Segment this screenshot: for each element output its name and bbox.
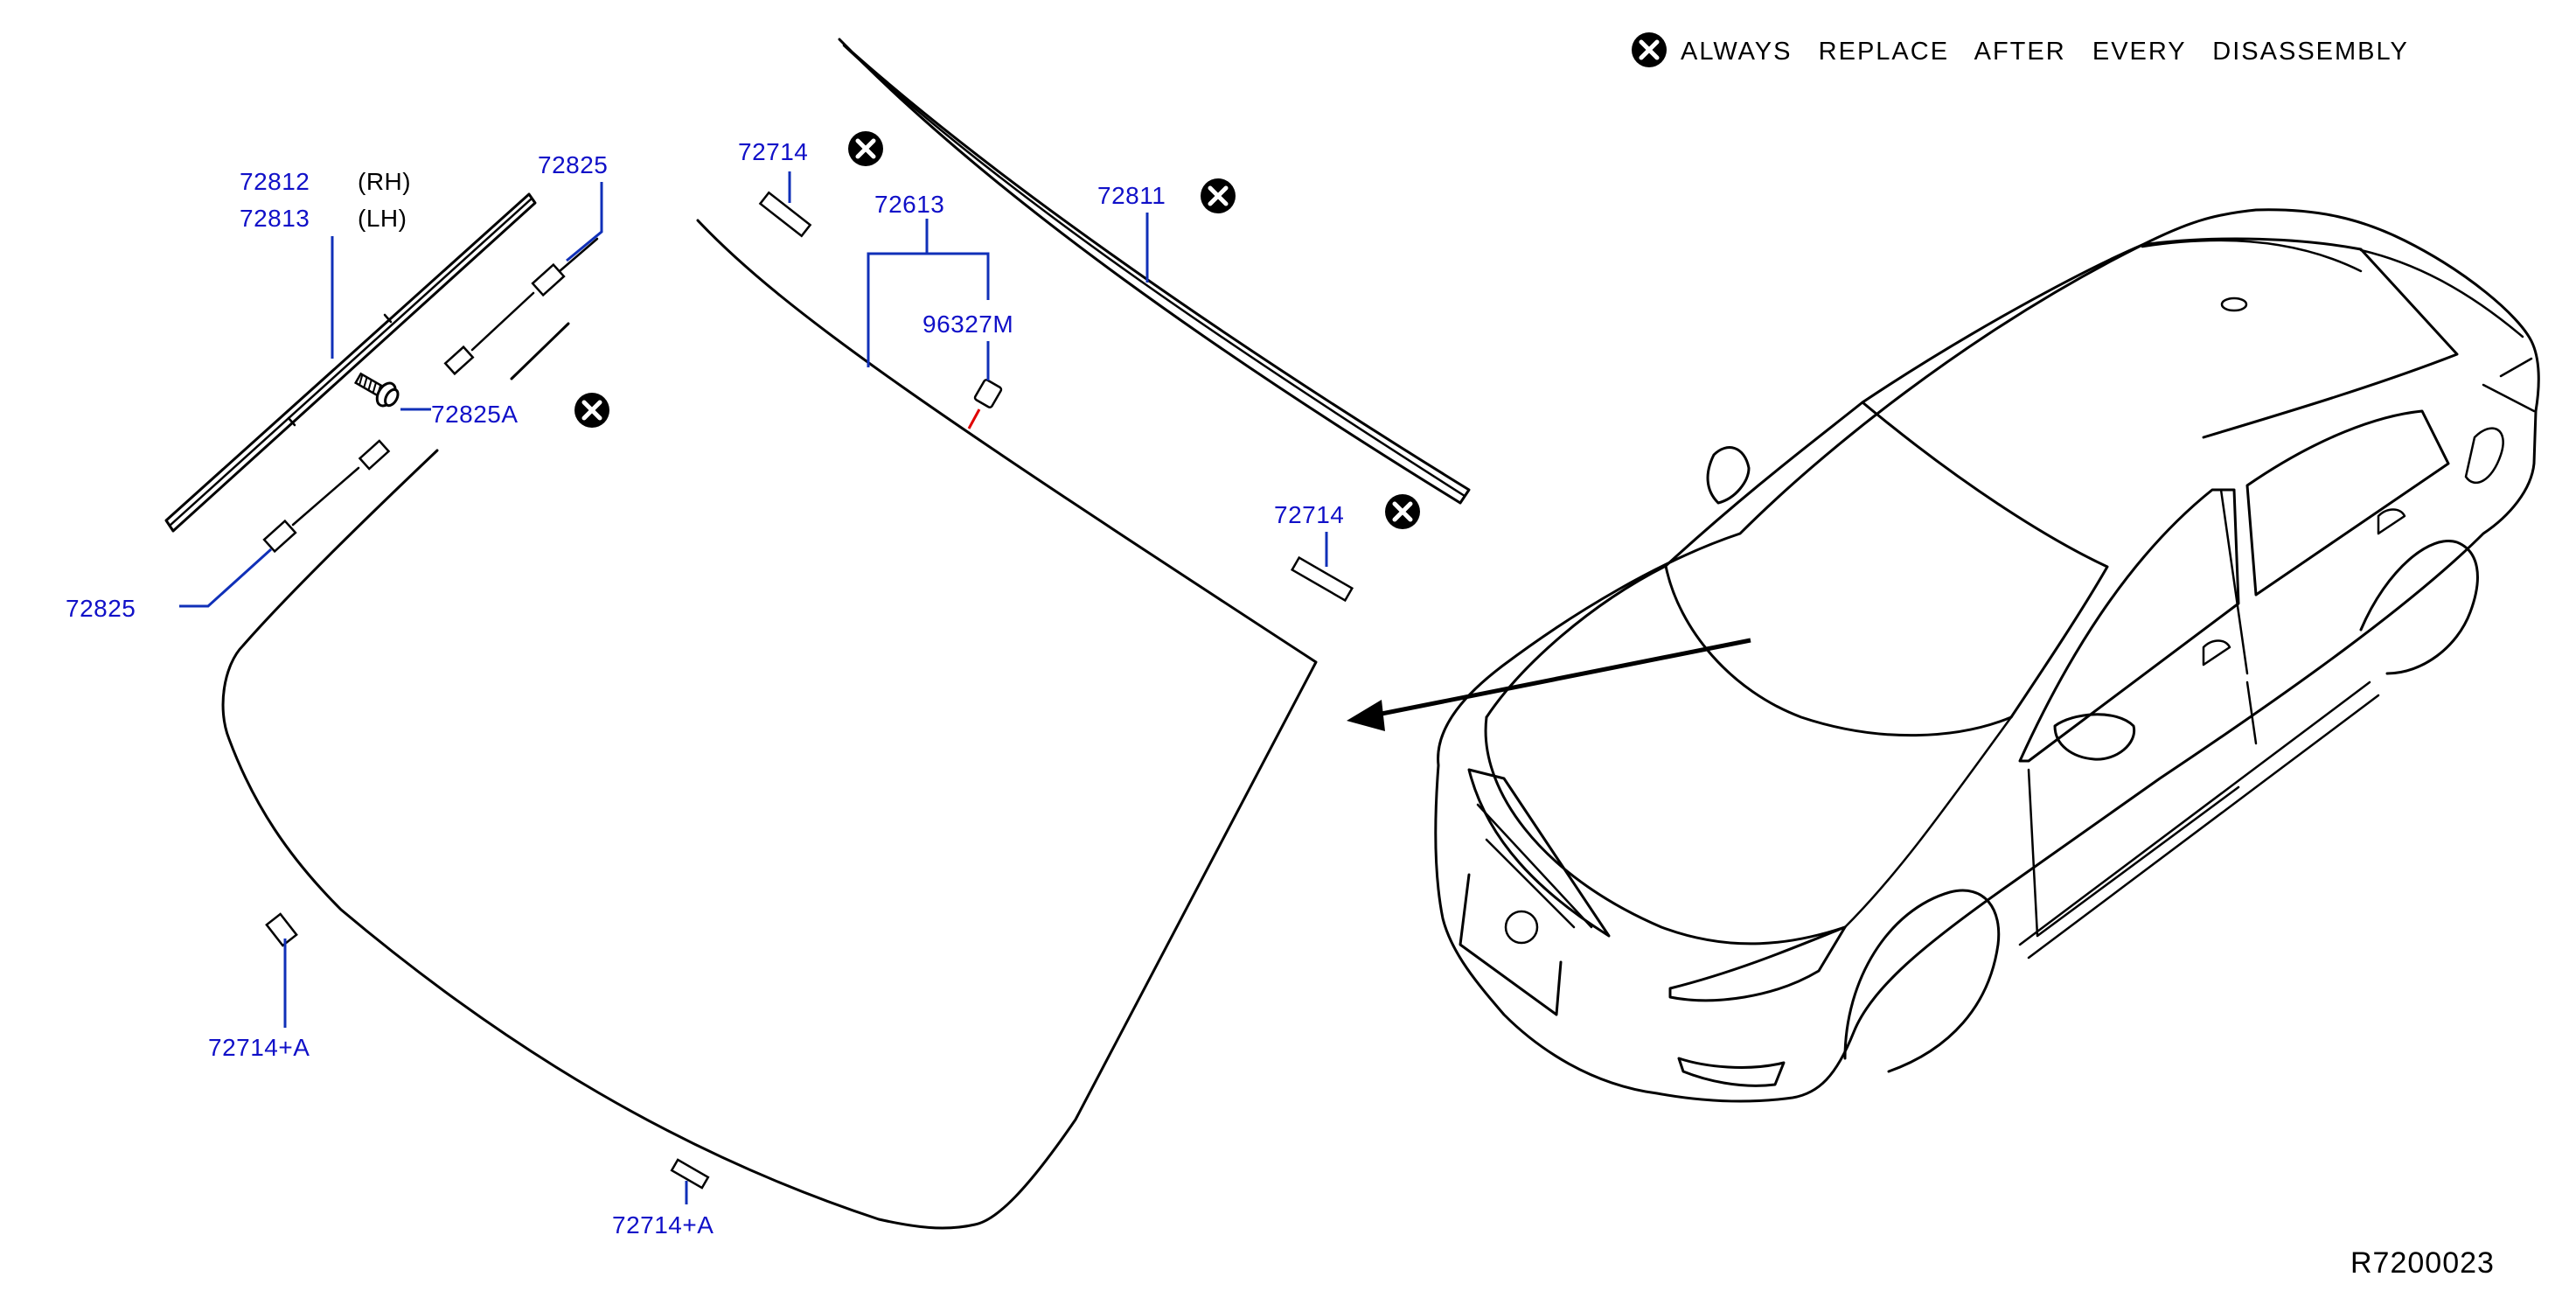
replace-x-icon: [848, 131, 883, 166]
reference-number: R7200023: [2350, 1246, 2495, 1280]
windshield-edge-segment: [510, 322, 570, 380]
label-72813-side: (LH): [358, 205, 407, 232]
label-72613: 72613: [874, 191, 944, 218]
clip-72825-lower: [262, 439, 391, 554]
label-72714A-left: 72714+A: [208, 1034, 310, 1061]
screw-72825A: [353, 372, 400, 408]
bracket-96327M: [967, 379, 1003, 429]
spacer-72714-right: [1290, 555, 1354, 603]
clip-72825-top: [443, 237, 599, 376]
label-72825-left: 72825: [66, 595, 136, 622]
top-moulding: [838, 38, 1471, 505]
replace-x-icon: [574, 393, 609, 428]
label-72813: 72813: [240, 205, 310, 232]
leader-lines: [179, 171, 1328, 1204]
car-illustration: [1434, 208, 2540, 1103]
label-72812: 72812: [240, 168, 310, 195]
legend: ALWAYS REPLACE AFTER EVERY DISASSEMBLY: [1632, 32, 2409, 67]
replace-x-icon: [1385, 494, 1420, 529]
replace-x-icon: [1632, 32, 1667, 67]
spacer-72714A-bottom: [670, 1158, 710, 1190]
label-72825-top: 72825: [538, 151, 608, 178]
label-72811: 72811: [1097, 182, 1166, 209]
label-96327M: 96327M: [922, 311, 1013, 338]
spacer-72714-top: [758, 191, 812, 238]
replace-x-icon: [1201, 178, 1236, 213]
label-72714-right: 72714: [1274, 501, 1344, 528]
windshield-glass: [221, 219, 1318, 1230]
pointer-arrow: [1347, 638, 1751, 731]
label-72812-side: (RH): [358, 168, 411, 195]
label-72714A-bottom: 72714+A: [612, 1211, 714, 1239]
side-moulding: [164, 192, 537, 533]
spacer-72714A-left: [265, 912, 298, 947]
label-72825A: 72825A: [431, 401, 519, 428]
legend-text: ALWAYS REPLACE AFTER EVERY DISASSEMBLY: [1681, 38, 2409, 66]
label-72714-top: 72714: [738, 138, 808, 165]
